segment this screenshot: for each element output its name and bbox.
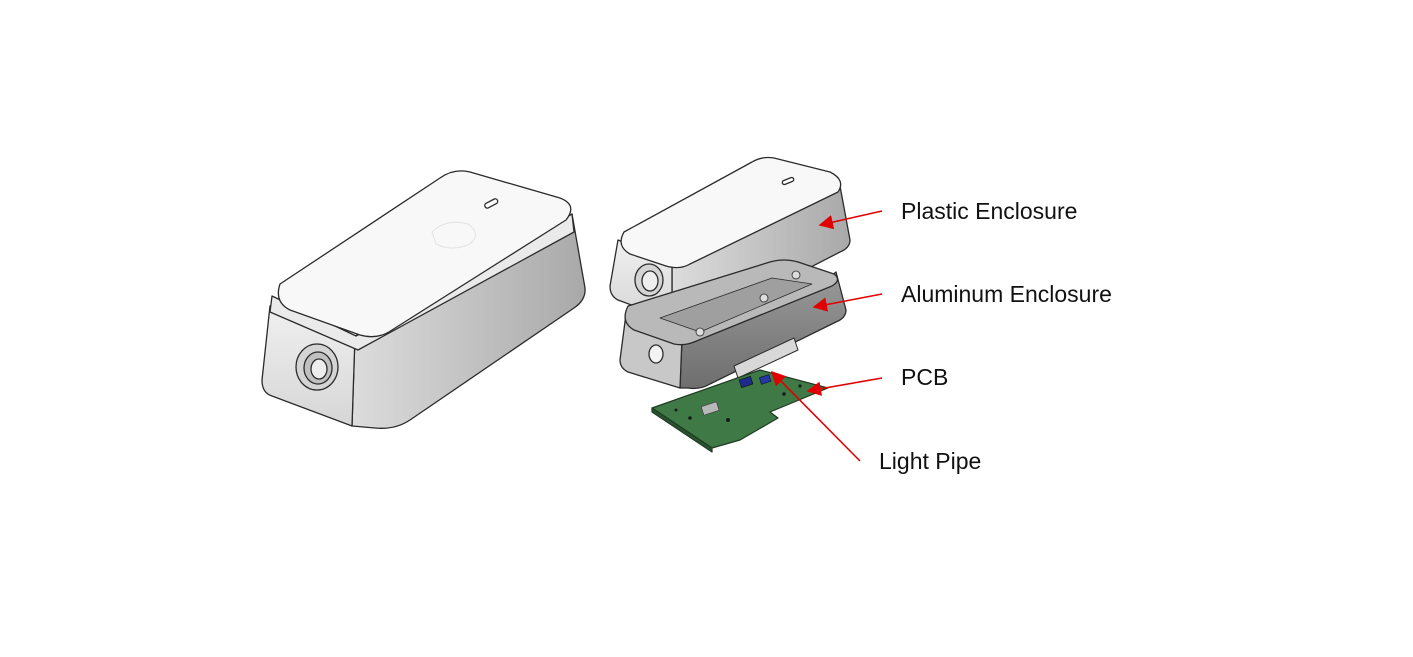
pcb-chip-1 [700,401,720,416]
plastic-lens-inner [641,270,659,292]
screw-boss-2 [759,293,769,303]
plastic-led-slot [781,176,795,186]
aluminum-right-face [679,271,847,390]
pcb-component-5 [674,408,678,412]
pcb-component-1 [726,418,730,422]
light-pipe-arrow [770,370,861,462]
pcb-chip-2 [738,376,754,388]
pcb-label: PCB [901,364,949,390]
assembled-top-face [277,170,572,338]
pcb-component-4 [798,384,802,388]
pcb-component-3 [782,392,786,396]
assembled-device [261,170,586,429]
plastic-enclosure-label: Plastic Enclosure [901,198,1078,224]
plastic-top-face [620,156,842,269]
led-indicator [484,198,499,209]
light-pipe-label: Light Pipe [879,448,982,474]
callout-arrows [770,210,883,462]
aluminum-lens-hole [648,344,664,364]
aluminum-top-inner [659,277,813,333]
aluminum-enclosure-label: Aluminum Enclosure [901,281,1112,307]
pcb-component-2 [688,416,692,420]
pcb-arrow [806,377,883,396]
light-pipe-part [733,337,799,379]
logo-mark [431,221,476,249]
aluminum-enclosure-part [619,259,847,390]
plastic-enclosure-arrow [818,210,883,230]
assembled-top-rim [269,213,575,351]
pcb-edge [651,407,713,453]
pcb-part [651,369,829,453]
aluminum-enclosure-arrow [812,293,883,312]
pcb-chip-3 [759,374,772,385]
assembled-right-face [351,213,586,429]
screw-boss-3 [791,270,801,280]
screw-boss-1 [695,327,705,337]
camera-lens-inner [310,358,328,380]
